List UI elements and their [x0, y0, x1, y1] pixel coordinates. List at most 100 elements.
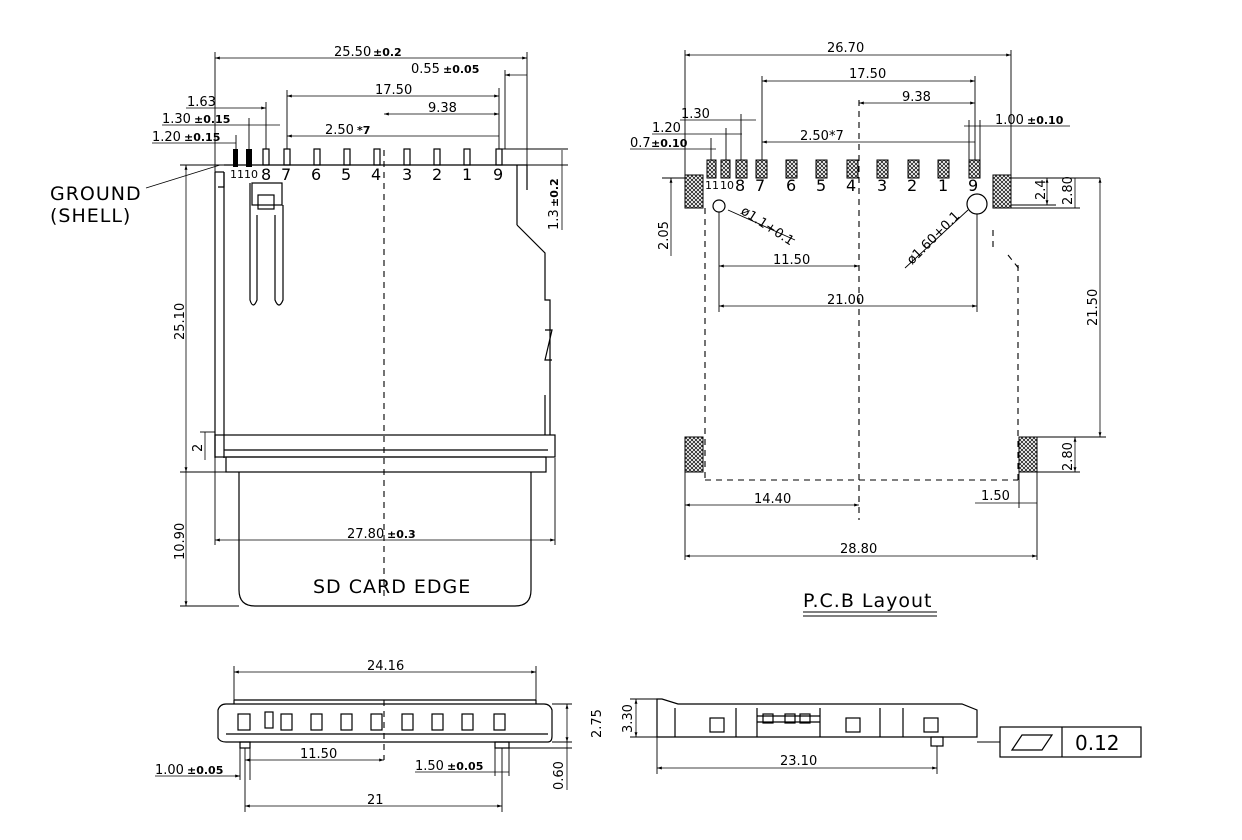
shell-pad — [684, 436, 704, 473]
dim-bottom-width: 27.80 — [347, 527, 384, 542]
flatness-value: 0.12 — [1075, 731, 1120, 755]
dim-label: ø1.1+0.1 — [738, 204, 797, 249]
dim-label: 2 — [907, 176, 917, 195]
dim-label: 1.20 — [652, 121, 681, 136]
card-edge-label: SD CARD EDGE — [313, 576, 471, 598]
dim-label: 1.00 — [155, 763, 184, 778]
dim-label: 14.40 — [754, 492, 791, 507]
dim-label: 4 — [846, 176, 856, 195]
flatness-icon — [1010, 734, 1054, 751]
pin-label: 3 — [402, 165, 412, 184]
front-dimension-labels: 25.50 ±0.2 0.55 ±0.05 17.50 9.38 1.63 1.… — [50, 45, 562, 598]
pcb-signal-pads — [706, 159, 981, 179]
dim-label: ø1.60+0.1 — [904, 209, 963, 268]
dim-label: 17.50 — [849, 67, 886, 82]
dim-label: 1.50 — [415, 759, 444, 774]
dim-label: ±0.10 — [651, 137, 688, 150]
pin-label: 8 — [261, 165, 271, 184]
dim-label: 2.80 — [1061, 176, 1076, 205]
dim-label: 24.16 — [367, 659, 404, 674]
dim-tolerance: ±0.15 — [184, 131, 220, 144]
dim-label: 11.50 — [773, 253, 810, 268]
pin-label: 1 — [462, 165, 472, 184]
pin-label: 11 — [230, 168, 244, 181]
dim-tolerance: ±0.2 — [373, 46, 402, 59]
dim-label: 28.80 — [840, 542, 877, 557]
pcb-outline — [704, 100, 1021, 520]
dim-label: 7 — [755, 176, 765, 195]
pin-label: 4 — [371, 165, 381, 184]
pin-label: 10 — [244, 168, 258, 181]
dim-label: 9 — [968, 176, 978, 195]
dim-label: 21.00 — [827, 293, 864, 308]
dim-pin9-offset: 0.55 — [411, 62, 440, 77]
dim-text: 9.38 — [428, 101, 457, 116]
side-peg — [930, 736, 944, 747]
connector-body — [214, 164, 556, 607]
dim-label: ±0.05 — [447, 760, 483, 773]
dim-pitch-mult: *7 — [357, 124, 370, 137]
dim-label: 10 — [720, 179, 734, 192]
pcb-dimension-labels: 26.70 17.50 9.38 1.30 1.20 0.7 ±0.10 2.5… — [630, 41, 1101, 612]
dim-label: 21 — [367, 793, 384, 808]
dim-label: 2.75 — [590, 709, 605, 738]
dim-label: ±0.10 — [1027, 114, 1064, 127]
dim-tolerance: ±0.15 — [194, 113, 230, 126]
bottom-dimensions — [155, 666, 572, 812]
dim-label: 21.50 — [1086, 289, 1101, 326]
dim-label: 0.7 — [630, 136, 651, 151]
dim-label: 6 — [786, 176, 796, 195]
dim-text: 1.63 — [187, 95, 216, 110]
side-dimensions — [630, 698, 938, 774]
peg — [494, 741, 510, 749]
locating-hole-large — [966, 193, 988, 215]
ground-label: GROUND — [50, 183, 142, 205]
front-dimensions — [145, 52, 568, 607]
pin-label: 9 — [493, 165, 503, 184]
pin-label: 7 — [281, 165, 291, 184]
peg — [239, 741, 251, 749]
dim-text: 1.30 — [162, 112, 191, 127]
dim-overall-width: 25.50 — [334, 45, 371, 60]
dim-label: 1.00 — [995, 113, 1024, 128]
front-pins — [233, 148, 503, 167]
dim-text: 2 — [191, 444, 206, 452]
dim-label: ±0.05 — [187, 764, 223, 777]
dim-label: 2.80 — [1061, 442, 1076, 471]
dim-label: 8 — [735, 176, 745, 195]
shell-pad — [1018, 436, 1038, 473]
bottom-dimension-labels: 24.16 2.75 11.50 1.00 ±0.05 1.50 ±0.05 0… — [155, 659, 605, 808]
dim-label: 1 — [938, 176, 948, 195]
side-view: 3.30 23.10 0.12 — [621, 698, 1142, 774]
pcb-layout-title: P.C.B Layout — [803, 590, 933, 612]
dim-height: 25.10 — [173, 303, 188, 340]
dim-label: 26.70 — [827, 41, 864, 56]
dim-label: 11 — [705, 179, 719, 192]
pcb-layout: 11 10 8 7 6 5 4 3 2 1 9 — [630, 41, 1106, 617]
dim-label: 11.50 — [300, 747, 337, 762]
dim-card-ext: 10.90 — [173, 523, 188, 560]
front-pin-labels: 11 10 8 7 6 5 4 3 2 1 9 — [230, 165, 503, 184]
dim-text: 17.50 — [375, 83, 412, 98]
dim-pitch: 2.50 — [325, 123, 354, 138]
shell-pad — [992, 174, 1012, 209]
dim-tolerance: ±0.2 — [548, 178, 561, 207]
pcb-dimensions — [630, 50, 1106, 617]
bottom-pins — [280, 713, 506, 731]
shell-label: (SHELL) — [50, 205, 131, 227]
dim-text: 23.10 — [780, 754, 817, 769]
dim-tolerance: ±0.3 — [387, 528, 416, 541]
dim-label: 5 — [816, 176, 826, 195]
dim-text: 1.3 — [547, 209, 562, 230]
dim-label: 0.60 — [552, 761, 567, 790]
dim-label: 2.4 — [1034, 179, 1049, 200]
locating-hole-small — [712, 199, 726, 213]
flatness-frame: 0.12 — [977, 726, 1142, 758]
dim-label: 3 — [877, 176, 887, 195]
dim-label: 1.30 — [681, 107, 710, 122]
dim-label: 9.38 — [902, 90, 931, 105]
dim-text: 1.20 — [152, 130, 181, 145]
pin-label: 5 — [341, 165, 351, 184]
bottom-view: 24.16 2.75 11.50 1.00 ±0.05 1.50 ±0.05 0… — [155, 659, 605, 812]
